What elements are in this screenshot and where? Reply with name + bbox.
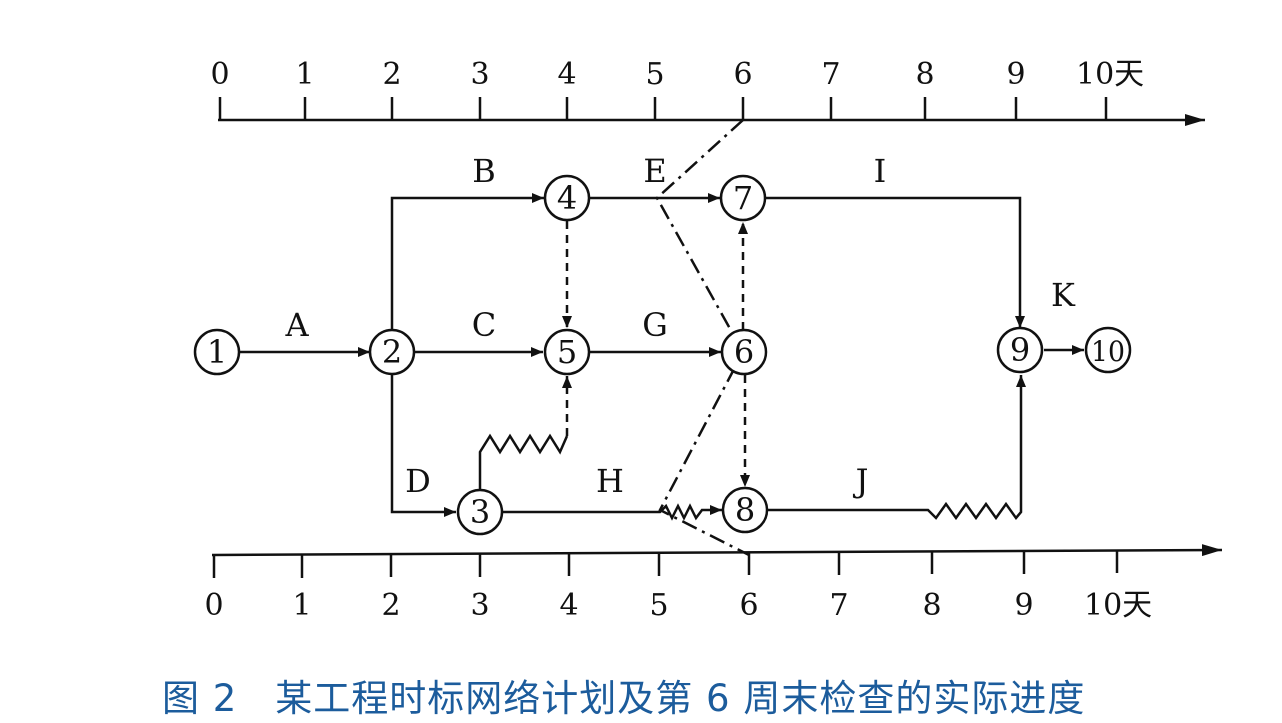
label-C: C: [472, 306, 496, 344]
node-10-label: 10: [1091, 335, 1125, 368]
top-tick-3: 3: [470, 57, 489, 92]
arrow-B: [390, 193, 544, 330]
node-9-label: 9: [1010, 331, 1030, 369]
node-8-label: 8: [735, 491, 755, 529]
label-D: D: [405, 462, 431, 500]
bottom-tick-5: 5: [649, 588, 668, 623]
node-4-label: 4: [557, 179, 577, 217]
free-float-3-5: [478, 433, 569, 490]
top-tick-2: 2: [382, 57, 401, 92]
dummy-arrows: [562, 221, 750, 487]
nodes: 1 2 3 4 5 6 7 8: [193, 174, 1132, 536]
node-5-label: 5: [557, 333, 577, 371]
top-tick-5: 5: [645, 57, 664, 92]
node-2: 2: [368, 328, 416, 376]
bottom-tick-9: 9: [1014, 588, 1033, 623]
node-3-label: 3: [470, 493, 490, 531]
bottom-time-axis: 0 1 2 3 4 5 6 7 8 9 10天: [204, 544, 1223, 623]
node-1-label: 1: [207, 333, 227, 371]
bottom-tick-10: 10天: [1084, 588, 1152, 623]
node-9: 9: [996, 326, 1044, 374]
activity-labels: A B C D E G H I J K: [284, 152, 1076, 500]
node-3: 3: [456, 488, 504, 536]
label-E: E: [643, 152, 666, 190]
figure-caption: 图 2 某工程时标网络计划及第 6 周末检查的实际进度: [162, 677, 1086, 720]
node-1: 1: [193, 328, 241, 376]
bottom-tick-0: 0: [204, 588, 223, 623]
node-5: 5: [543, 328, 591, 376]
top-tick-10: 10天: [1076, 57, 1144, 92]
bottom-tick-2: 2: [381, 588, 400, 623]
arrow-J: [766, 375, 1026, 521]
top-tick-0: 0: [210, 57, 229, 92]
bottom-tick-1: 1: [292, 588, 311, 623]
bottom-tick-6: 6: [739, 588, 758, 623]
top-tick-6: 6: [733, 57, 752, 92]
label-I: I: [874, 152, 887, 190]
node-6: 6: [720, 328, 768, 376]
label-J: J: [853, 462, 869, 500]
node-7-label: 7: [733, 179, 753, 217]
top-tick-8: 8: [915, 57, 934, 92]
node-10: 10: [1084, 326, 1132, 374]
network-diagram: 0 1 2 3 4 5 6 7 8 9 10天 0 1 2 3 4: [193, 57, 1223, 623]
node-6-label: 6: [734, 333, 754, 371]
node-8: 8: [721, 486, 769, 534]
top-tick-9: 9: [1006, 57, 1025, 92]
node-2-label: 2: [382, 333, 402, 371]
label-B: B: [472, 152, 496, 190]
label-K: K: [1051, 276, 1076, 314]
bottom-tick-7: 7: [829, 588, 848, 623]
bottom-tick-8: 8: [922, 588, 941, 623]
top-tick-4: 4: [557, 57, 576, 92]
arrow-H: [503, 503, 722, 521]
arrow-I: [766, 196, 1025, 328]
label-H: H: [596, 462, 624, 500]
node-4: 4: [543, 174, 591, 222]
work-arrows: [240, 193, 1084, 521]
top-tick-1: 1: [295, 57, 314, 92]
bottom-tick-4: 4: [559, 588, 578, 623]
arrow-D: [390, 374, 456, 517]
bottom-tick-3: 3: [470, 588, 489, 623]
label-G: G: [642, 306, 668, 344]
node-7: 7: [719, 174, 767, 222]
label-A: A: [284, 306, 309, 344]
top-tick-7: 7: [821, 57, 840, 92]
top-time-axis: 0 1 2 3 4 5 6 7 8 9 10天: [210, 57, 1205, 126]
